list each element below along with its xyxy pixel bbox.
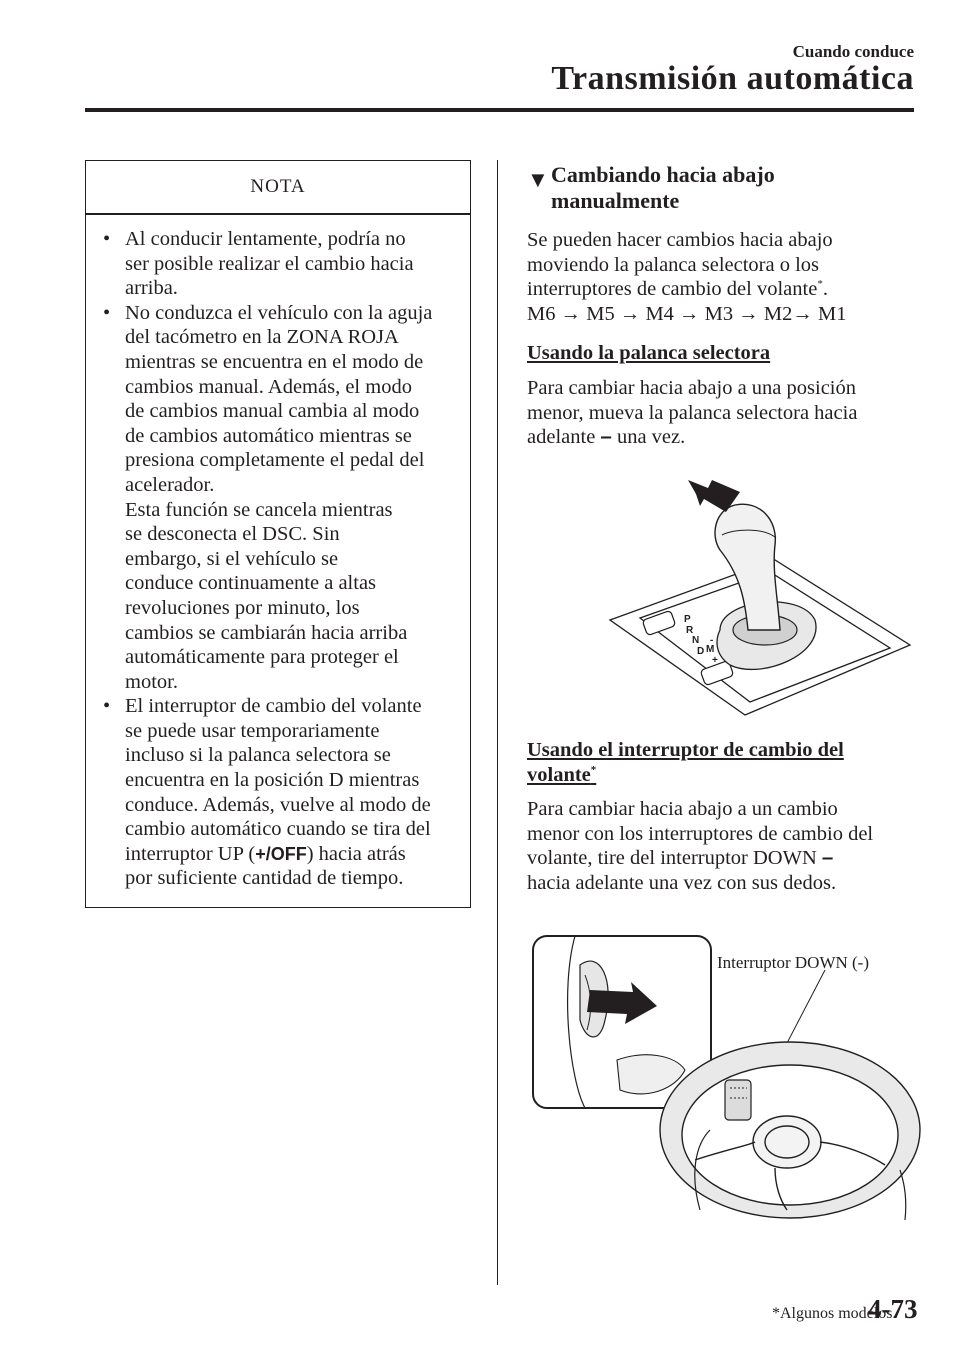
text-span: volante, tire del interruptor DOWN — [527, 847, 817, 870]
footnote: *Algunos modelos. — [772, 1305, 897, 1322]
note-line: presiona completamente el pedal del — [125, 449, 425, 472]
note-line: incluso si la palanca selectora se — [125, 744, 391, 767]
text-line: menor con los interruptores de cambio de… — [527, 822, 874, 845]
triangle-marker-icon: ▼ — [527, 167, 549, 192]
lever-paragraph: Para cambiar hacia abajo a una posición … — [527, 376, 917, 450]
text-line: moviendo la palanca selectora o los — [527, 253, 820, 276]
text-line: Para cambiar hacia abajo a un cambio — [527, 798, 838, 820]
note-line: mientras se encuentra en el modo de — [125, 350, 424, 373]
subheading-line: volante* — [527, 763, 917, 788]
text-line: menor, mueva la palanca selectora hacia — [527, 401, 858, 424]
note-box: NOTA • Al conducir lentamente, podría no… — [85, 160, 471, 908]
section-heading: ▼ Cambiando hacia abajo manualmente — [527, 162, 917, 214]
up-prefix: interruptor UP ( — [125, 842, 256, 865]
gate-label: - — [710, 635, 713, 646]
note-line: revoluciones por minuto, los — [125, 596, 360, 619]
note-line: embargo, si el vehículo se — [125, 547, 339, 570]
forward-arrow-icon — [688, 480, 740, 512]
header-rule — [85, 108, 914, 112]
text-line: hacia adelante una vez con sus dedos. — [527, 871, 837, 894]
note-line: ser posible realizar el cambio hacia — [125, 252, 414, 275]
heading-line: Cambiando hacia abajo — [551, 162, 775, 187]
gate-label: + — [712, 655, 718, 666]
note-item: • Al conducir lentamente, podría no ser … — [100, 227, 464, 301]
note-line: conduce. Además, vuelve al modo de — [125, 793, 431, 816]
up-suffix: ) — [306, 842, 314, 865]
note-line: cambio automático cuando se tira del — [125, 818, 431, 841]
text-line: Se pueden hacer cambios hacia abajo — [527, 229, 833, 251]
gate-label: D — [697, 646, 704, 657]
note-line: por suficiente cantidad de tiempo. — [125, 867, 404, 890]
heading-line: manualmente — [551, 188, 680, 213]
pull-arrow-icon — [587, 982, 657, 1024]
page-title: Transmisión automática — [551, 60, 914, 97]
text-line: interruptores de cambio del volante*. — [527, 277, 917, 302]
gate-label: R — [686, 625, 694, 636]
hand-outline — [694, 1129, 711, 1211]
note-line: No conduzca el vehículo con la aguja — [125, 301, 433, 324]
gate-labels: P R N D M - + — [684, 614, 718, 666]
gate-label: N — [692, 635, 699, 646]
text-span: . — [822, 278, 828, 301]
note-item: • El interruptor de cambio del volante s… — [100, 694, 464, 891]
lever-subheading: Usando la palanca selectora — [527, 342, 771, 364]
steering-wheel — [659, 1041, 921, 1219]
selector-lever-illustration: P R N D M - + — [608, 480, 912, 716]
note-line: automáticamente para proteger el — [125, 646, 399, 669]
text-line: volante, tire del interruptor DOWN – — [527, 846, 917, 871]
text-span: volante — [527, 763, 591, 786]
bullet: • — [103, 695, 111, 718]
note-rule — [86, 213, 470, 215]
note-line: del tacómetro en la ZONA ROJA — [125, 326, 399, 349]
paddle-subheading: Usando el interruptor de cambio del vola… — [527, 738, 917, 787]
text-line: adelante – una vez. — [527, 425, 917, 450]
note-line: cambios manual. Además, el modo — [125, 375, 412, 398]
gear-sequence: M6 → M5 → M4 → M3 → M2→ M1 — [527, 302, 847, 325]
note-line: cambios se cambiarán hacia arriba — [125, 621, 408, 644]
gate-label: P — [684, 614, 691, 625]
minus-symbol: – — [600, 425, 612, 449]
intro-paragraph: Se pueden hacer cambios hacia abajo movi… — [527, 228, 917, 326]
chapter-label: Cuando conduce — [792, 42, 914, 61]
down-paddle — [724, 1079, 752, 1121]
bullet: • — [103, 228, 111, 250]
figure-caption: Interruptor DOWN (-) — [717, 953, 869, 972]
note-line: encuentra en la posición D mientras — [125, 769, 420, 792]
note-line: interruptor UP (+/OFF) hacia atrás — [125, 842, 464, 867]
column-divider — [497, 160, 498, 1285]
note-line: motor. — [125, 670, 178, 693]
minus-symbol: – — [821, 846, 834, 870]
subheading-line: Usando el interruptor de cambio del — [527, 739, 844, 761]
note-line: se puede usar temporariamente — [125, 719, 380, 742]
asterisk: * — [817, 278, 823, 291]
paddle-shifter-illustration — [532, 935, 921, 1221]
text-line: Para cambiar hacia abajo a una posición — [527, 377, 856, 399]
note-line: El interruptor de cambio del volante — [125, 695, 422, 718]
note-line: de cambios automático mientras se — [125, 424, 412, 447]
note-line: arriba. — [125, 277, 178, 300]
paddle-paragraph: Para cambiar hacia abajo a un cambio men… — [527, 797, 917, 895]
note-title: NOTA — [250, 176, 306, 197]
note-line: Esta función se cancela mientras — [125, 498, 393, 521]
note-line: Al conducir lentamente, podría no — [125, 228, 406, 250]
page-number: 4-73 — [868, 1294, 918, 1324]
note-line: conduce continuamente a altas — [125, 572, 377, 595]
note-line: se desconecta el DSC. Sin — [125, 523, 340, 546]
bullet: • — [103, 301, 111, 324]
shift-knob — [714, 503, 781, 631]
note-line: acelerador. — [125, 473, 215, 496]
note-item: • No conduzca el vehículo con la aguja d… — [100, 301, 464, 695]
asterisk: * — [590, 763, 597, 776]
note-list: • Al conducir lentamente, podría no ser … — [100, 227, 464, 891]
up-off-symbol: +/OFF — [255, 843, 307, 864]
up-rest: hacia atrás — [318, 842, 406, 865]
note-line: de cambios manual cambia al modo — [125, 400, 420, 423]
text-span: una vez. — [616, 426, 686, 449]
text-span: adelante — [527, 426, 596, 449]
gate-label: M — [706, 644, 714, 655]
text-span: interruptores de cambio del volante — [527, 278, 818, 301]
